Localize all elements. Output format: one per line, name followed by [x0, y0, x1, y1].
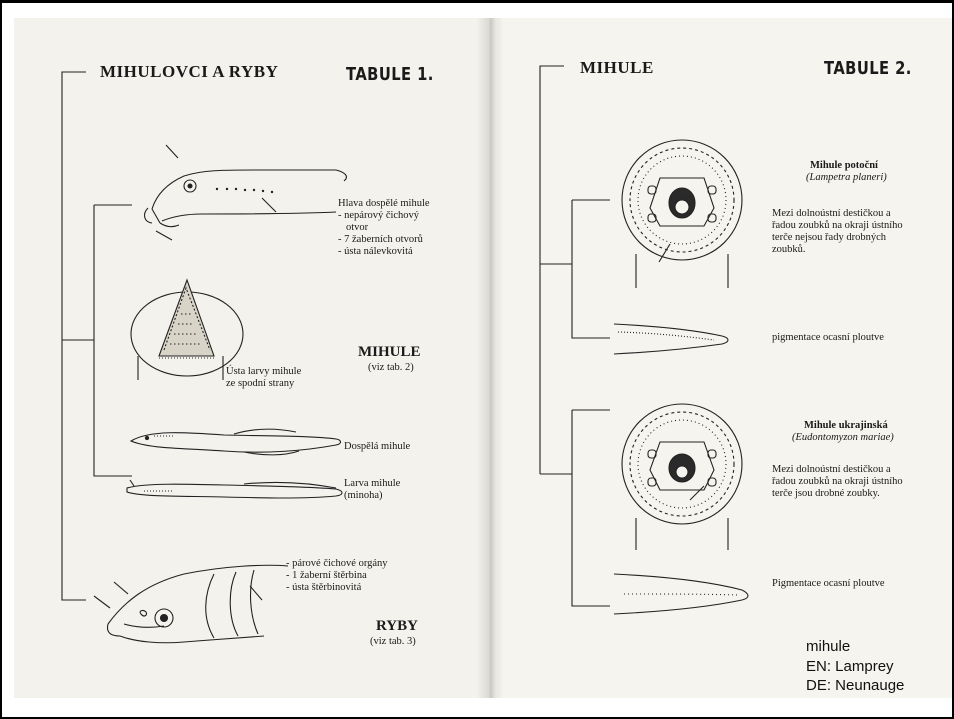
- fish-caption: - párové čichové orgány - 1 žaberní štěr…: [286, 558, 388, 594]
- species2-description-line: Mezi dolnoústní destičkou a: [772, 464, 903, 476]
- species2-description: Mezi dolnoústní destičkou a řadou zoubků…: [772, 464, 903, 500]
- species1-description-line: terče nejsou řady drobných: [772, 232, 903, 244]
- head-caption-line: otvor: [338, 222, 430, 234]
- right-table-label: TABULE 2.: [824, 58, 912, 79]
- species1-description: Mezi dolnoústní destičkou a řadou zoubků…: [772, 208, 903, 256]
- head-caption-line: - nepárový čichový: [338, 210, 430, 222]
- group-mihule-ref: (viz tab. 2): [368, 362, 414, 374]
- fish-caption-line: - ústa štěrbinovitá: [286, 582, 388, 594]
- larva-caption-line: Larva mihule: [344, 478, 400, 490]
- larva-lamprey-drawing: [127, 480, 342, 498]
- tail-ukrajinska-drawing: [614, 574, 748, 614]
- larva-mouth-caption: Ústa larvy mihule ze spodní strany: [226, 366, 301, 390]
- right-page-heading: MIHULE: [580, 58, 654, 78]
- species1-description-line: řadou zoubků na okraji ústního: [772, 220, 903, 232]
- oral-disc-ukrajinska-drawing: [622, 404, 742, 550]
- species2-name: Mihule ukrajinská: [804, 420, 888, 432]
- adult-lamprey-drawing: [131, 429, 341, 455]
- translation-caption: mihule EN: Lamprey DE: Neunauge: [806, 637, 904, 696]
- group-mihule-label: MIHULE: [358, 344, 421, 361]
- fish-caption-line: - párové čichové orgány: [286, 558, 388, 570]
- group-ryby-label: RYBY: [376, 618, 418, 635]
- fish-caption-line: - 1 žaberní štěrbina: [286, 570, 388, 582]
- head-caption-line: Hlava dospělé mihule: [338, 198, 430, 210]
- species1-description-line: zoubků.: [772, 244, 903, 256]
- species2-description-line: terče jsou drobné zoubky.: [772, 488, 903, 500]
- lamprey-head-drawing: [145, 145, 347, 240]
- illustration-layer: [14, 18, 952, 698]
- caption-german: DE: Neunauge: [806, 676, 904, 696]
- larva-caption: Larva mihule (minoha): [344, 478, 400, 502]
- left-table-label: TABULE 1.: [346, 64, 434, 85]
- group-ryby-ref: (viz tab. 3): [370, 636, 416, 648]
- species1-description-line: Mezi dolnoústní destičkou a: [772, 208, 903, 220]
- head-caption: Hlava dospělé mihule - nepárový čichový …: [338, 198, 430, 258]
- caption-english: EN: Lamprey: [806, 657, 904, 677]
- larva-mouth-caption-line: Ústa larvy mihule: [226, 366, 301, 378]
- species1-tail-caption: pigmentace ocasní ploutve: [772, 332, 884, 344]
- head-caption-line: - 7 žaberních otvorů: [338, 234, 430, 246]
- book-spread: MIHULOVCI A RYBY TABULE 1. Hlava dospělé…: [14, 18, 952, 698]
- species2-latin: (Eudontomyzon mariae): [792, 432, 894, 444]
- head-caption-line: - ústa nálevkovitá: [338, 246, 430, 258]
- species1-latin: (Lampetra planeri): [806, 172, 887, 184]
- larva-caption-line: (minoha): [344, 490, 400, 502]
- left-page-heading: MIHULOVCI A RYBY: [100, 62, 278, 82]
- larva-mouth-drawing: [131, 280, 243, 380]
- larva-mouth-caption-line: ze spodní strany: [226, 378, 301, 390]
- tail-potocni-drawing: [614, 324, 728, 354]
- adult-lamprey-caption: Dospělá mihule: [344, 441, 410, 453]
- fish-head-drawing: [94, 565, 288, 642]
- species1-name: Mihule potoční: [810, 160, 878, 172]
- oral-disc-potocni-drawing: [622, 140, 742, 288]
- species2-tail-caption: Pigmentace ocasní ploutve: [772, 578, 885, 590]
- species2-description-line: řadou zoubků na okraji ústního: [772, 476, 903, 488]
- tree-lines-left: [62, 72, 132, 600]
- caption-word: mihule: [806, 637, 904, 657]
- tree-lines-right: [540, 66, 610, 606]
